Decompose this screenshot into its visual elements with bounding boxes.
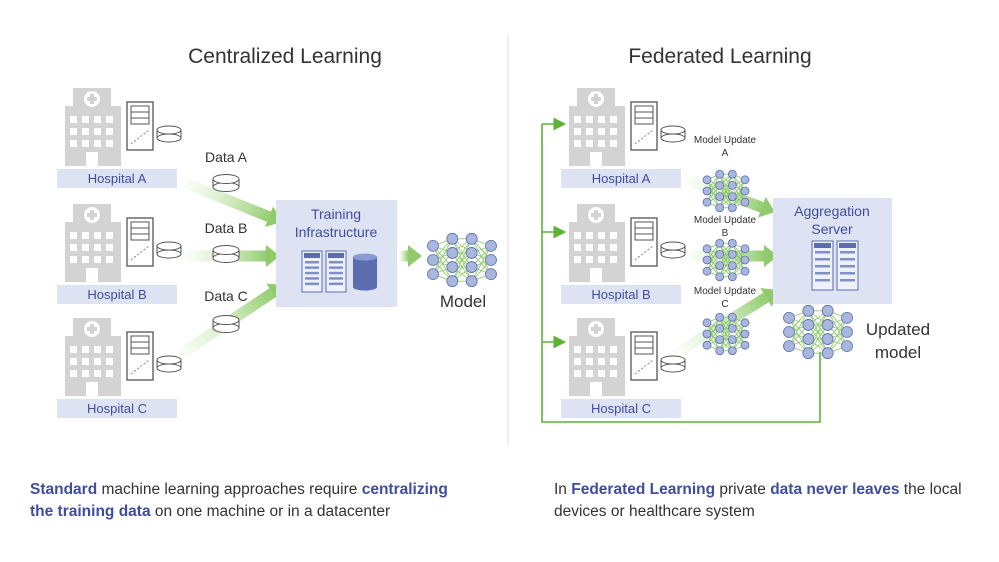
hospital-a-left: Hospital A <box>57 88 182 188</box>
federated-title: Federated Learning <box>628 45 811 68</box>
caption-text: private <box>715 481 771 498</box>
updated-model-label-line1: Updated <box>866 320 930 339</box>
federated-caption: In Federated Learning private data never… <box>554 479 984 523</box>
hospital-a-left-label: Hospital A <box>88 171 147 186</box>
update-a-label-line2: A <box>722 148 729 159</box>
data-a-label: Data A <box>205 149 248 165</box>
database-icons <box>212 174 240 333</box>
updated-model-network-icon <box>783 304 853 360</box>
neural-network-icons <box>427 169 853 360</box>
training-to-model-arrow <box>398 245 422 267</box>
server-rack-icon <box>325 250 347 293</box>
caption-highlight: data never leaves <box>770 481 900 498</box>
update-b-label-line2: B <box>722 228 729 239</box>
update-c-label-line2: C <box>721 299 728 310</box>
caption-text: In <box>554 481 572 498</box>
infrastructure-boxes <box>276 198 892 307</box>
hospital-b-right: Hospital B <box>561 204 686 304</box>
server-rack-icon <box>301 250 323 293</box>
hospital-b-right-label: Hospital B <box>591 287 650 302</box>
server-rack-icon <box>836 240 859 291</box>
hospital-a-right: Hospital A <box>561 88 686 188</box>
hospital-b-left: Hospital B <box>57 204 182 304</box>
hospital-c-right: Hospital C <box>561 318 686 418</box>
aggregation-box-label-line2: Server <box>811 221 853 237</box>
database-stack-icon <box>353 253 377 291</box>
training-box-label-line2: Infrastructure <box>295 224 378 240</box>
hospital-c-right-label: Hospital C <box>591 401 651 416</box>
caption-highlight: Standard <box>30 481 98 498</box>
data-b-label: Data B <box>205 220 248 236</box>
updated-model-label-line2: model <box>875 343 921 362</box>
aggregation-box-label-line1: Aggregation <box>794 203 870 219</box>
update-c-network-icon <box>702 312 750 356</box>
centralized-title: Centralized Learning <box>188 45 382 68</box>
hospital-c-left: Hospital C <box>57 318 182 418</box>
hospital-c-left-label: Hospital C <box>87 401 147 416</box>
feedback-loop-line <box>541 124 821 423</box>
update-a-network-icon <box>702 169 750 213</box>
caption-highlight: centralizing the training data <box>30 481 448 520</box>
hospital-a-right-label: Hospital A <box>592 171 651 186</box>
caption-text: machine learning approaches require <box>97 481 362 498</box>
update-b-network-icon <box>702 238 750 282</box>
data-a-disk-icon <box>212 174 240 192</box>
update-a-label-line1: Model Update <box>694 135 757 146</box>
server-rack-icon <box>811 240 834 291</box>
caption-highlight: Federated Learning <box>571 481 716 498</box>
training-box-label-line1: Training <box>311 206 361 222</box>
hospital-b-left-label: Hospital B <box>87 287 146 302</box>
centralized-caption: Standard machine learning approaches req… <box>30 479 450 523</box>
update-b-label-line1: Model Update <box>694 215 757 226</box>
model-label: Model <box>440 292 486 311</box>
caption-text: the local devices or healthcare system <box>554 481 962 520</box>
data-b-disk-icon <box>212 245 240 263</box>
data-c-disk-icon <box>212 315 240 333</box>
caption-text: on one machine or in a datacenter <box>150 503 391 520</box>
update-c-label-line1: Model Update <box>694 286 757 297</box>
hospitals: Hospital A Hospital B Hospital C Hospital A… <box>57 88 686 418</box>
data-c-label: Data C <box>204 288 248 304</box>
model-network-icon <box>427 232 497 288</box>
